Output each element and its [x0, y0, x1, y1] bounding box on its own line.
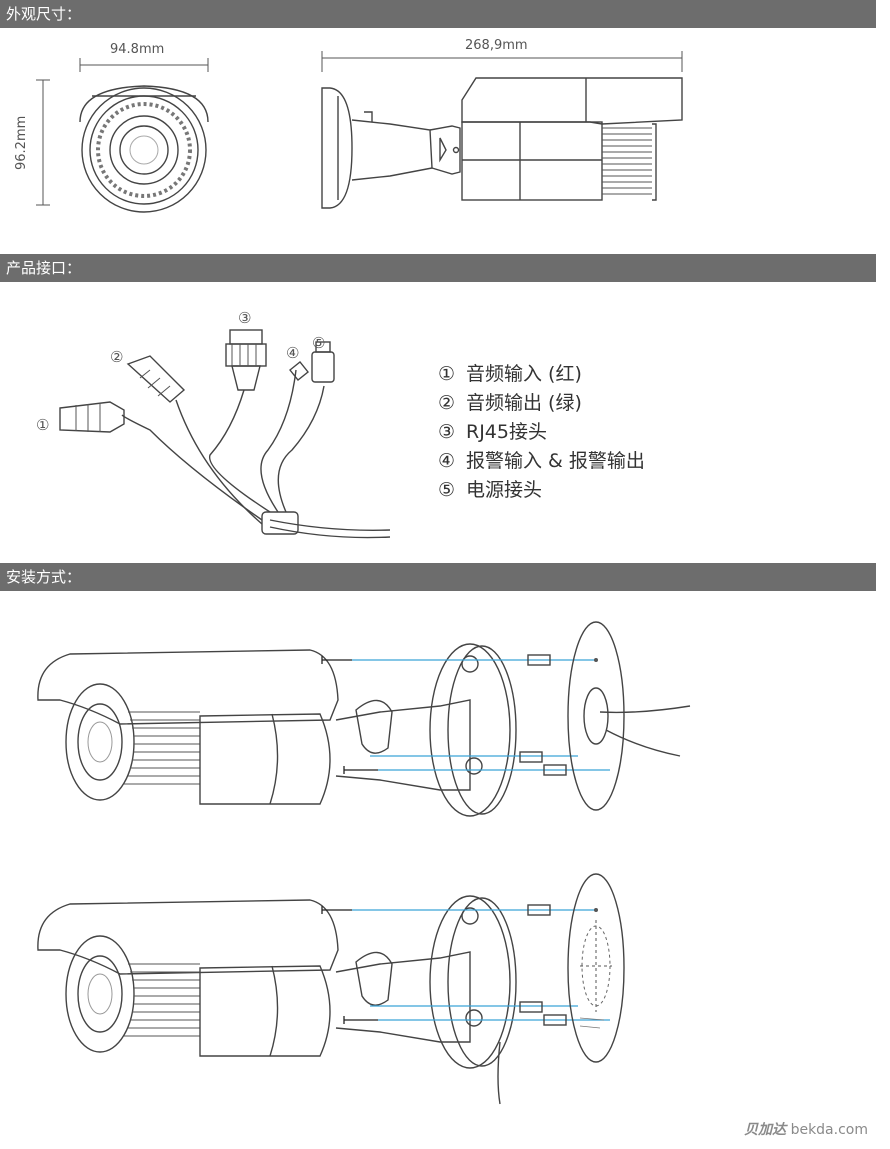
legend-text: 音频输出 (绿) — [466, 392, 582, 414]
legend-number: ③ — [438, 421, 456, 443]
legend-item: ⑤ 电源接头 — [438, 476, 645, 505]
legend-item: ④ 报警输入 & 报警输出 — [438, 447, 645, 476]
watermark-brand: 贝加达 — [744, 1122, 787, 1138]
camera-side-view — [321, 77, 683, 209]
legend-item: ③ RJ45接头 — [438, 418, 645, 447]
legend-number: ① — [438, 363, 456, 385]
callout-4: ④ — [286, 344, 300, 362]
legend-text: 报警输入 & 报警输出 — [466, 450, 645, 472]
legend-number: ② — [438, 392, 456, 414]
legend-text: 电源接头 — [466, 479, 543, 501]
callout-1: ① — [36, 416, 50, 434]
legend-text: RJ45接头 — [466, 421, 547, 443]
callout-2: ② — [110, 348, 124, 366]
side-length-label: 268,9mm — [465, 38, 528, 53]
legend-number: ⑤ — [438, 479, 456, 501]
callout-3: ③ — [238, 309, 252, 327]
interface-legend: ① 音频输入 (红) ② 音频输出 (绿) ③ RJ45接头 ④ 报警输入 & 报警输出… — [438, 360, 645, 505]
legend-number: ④ — [438, 450, 456, 472]
section-header-installation: 安装方式： — [0, 563, 876, 591]
watermark-url: bekda.com — [790, 1122, 868, 1138]
legend-text: 音频输入 (红) — [466, 363, 582, 385]
front-width-label: 94.8mm — [110, 42, 165, 57]
section-header-interfaces: 产品接口： — [0, 254, 876, 282]
section-header-dimensions: 外观尺寸： — [0, 0, 876, 28]
camera-front-view — [36, 51, 683, 213]
legend-item: ① 音频输入 (红) — [438, 360, 645, 389]
watermark: 贝加达 bekda.com — [744, 1119, 868, 1139]
cable-diagram — [59, 329, 391, 539]
legend-item: ② 音频输出 (绿) — [438, 389, 645, 418]
callout-5: ⑤ — [312, 334, 326, 352]
